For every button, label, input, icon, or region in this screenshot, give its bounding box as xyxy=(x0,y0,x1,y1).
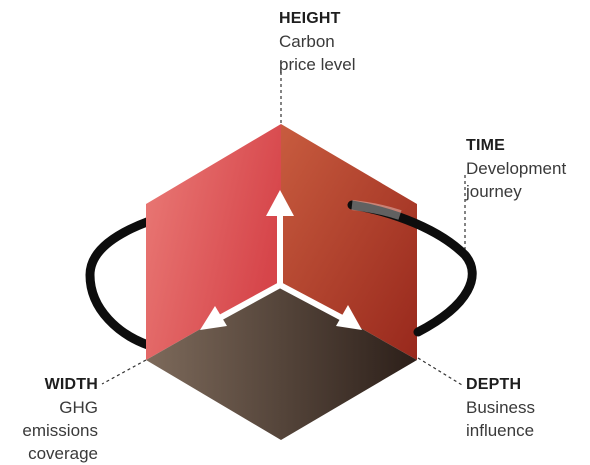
depth-desc-line-2: influence xyxy=(466,421,535,440)
height-label: HEIGHT Carbon price level xyxy=(279,7,356,76)
width-desc-line-3: coverage xyxy=(28,444,98,463)
depth-arrowhead xyxy=(336,305,362,330)
width-title: WIDTH xyxy=(44,376,98,393)
width-leader-line xyxy=(101,359,147,385)
orbit-arc-right-tail xyxy=(347,200,477,337)
time-label: TIME Development journey xyxy=(466,134,566,203)
width-label: WIDTH GHG emissions coverage xyxy=(22,373,98,465)
depth-leader-line xyxy=(417,357,463,386)
time-title: TIME xyxy=(466,137,506,154)
depth-label: DEPTH Business influence xyxy=(466,373,535,442)
width-arrowhead xyxy=(200,306,227,330)
width-desc-line-2: emissions xyxy=(22,421,98,440)
height-desc-line-2: price level xyxy=(279,55,356,74)
time-desc-line-1: Development xyxy=(466,159,567,178)
height-title: HEIGHT xyxy=(279,10,341,27)
width-axis-arrow xyxy=(214,282,282,323)
time-desc-line-2: journey xyxy=(466,182,522,201)
axis-arrows xyxy=(200,190,362,330)
depth-title: DEPTH xyxy=(466,376,522,393)
orbit-arc-right-fade xyxy=(351,200,402,220)
width-desc-line-1: GHG xyxy=(59,398,98,417)
height-desc-line-1: Carbon xyxy=(279,32,335,51)
depth-desc-line-1: Business xyxy=(466,398,535,417)
depth-axis-arrow xyxy=(278,282,348,323)
height-arrowhead xyxy=(266,190,294,216)
